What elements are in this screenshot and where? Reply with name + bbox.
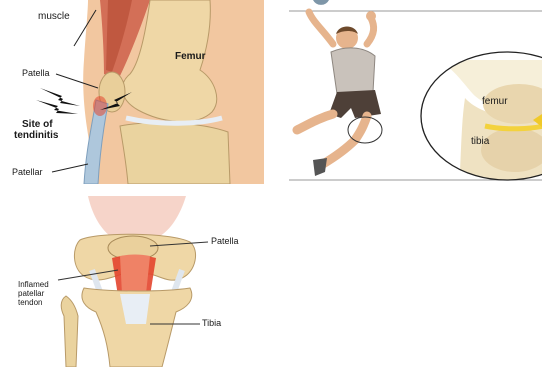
front-patella-label: Patella (211, 237, 239, 246)
magnified-tibia-label: tibia (471, 137, 489, 148)
knee-front-illustration: Patella Inflamed patellar tendon Tibia (0, 196, 264, 367)
patellar-label: Patellar (12, 168, 43, 177)
tendinitis-label: tendinitis (14, 131, 58, 142)
muscle-label: muscle (38, 12, 70, 23)
jumper-drawing (289, 0, 542, 184)
knee-lateral-illustration: muscle Patella Femur Site of tendinitis … (0, 0, 264, 184)
magnified-femur-label: femur (482, 97, 508, 108)
femur-label: Femur (175, 52, 206, 63)
patella-label: Patella (22, 69, 50, 78)
knee-lateral-drawing (0, 0, 264, 184)
front-tibia-label: Tibia (202, 319, 221, 328)
site-of-label: Site of (22, 120, 53, 131)
jumper-illustration: femur tibia (289, 0, 542, 184)
inflamed-label-line-3: tendon (18, 299, 42, 307)
